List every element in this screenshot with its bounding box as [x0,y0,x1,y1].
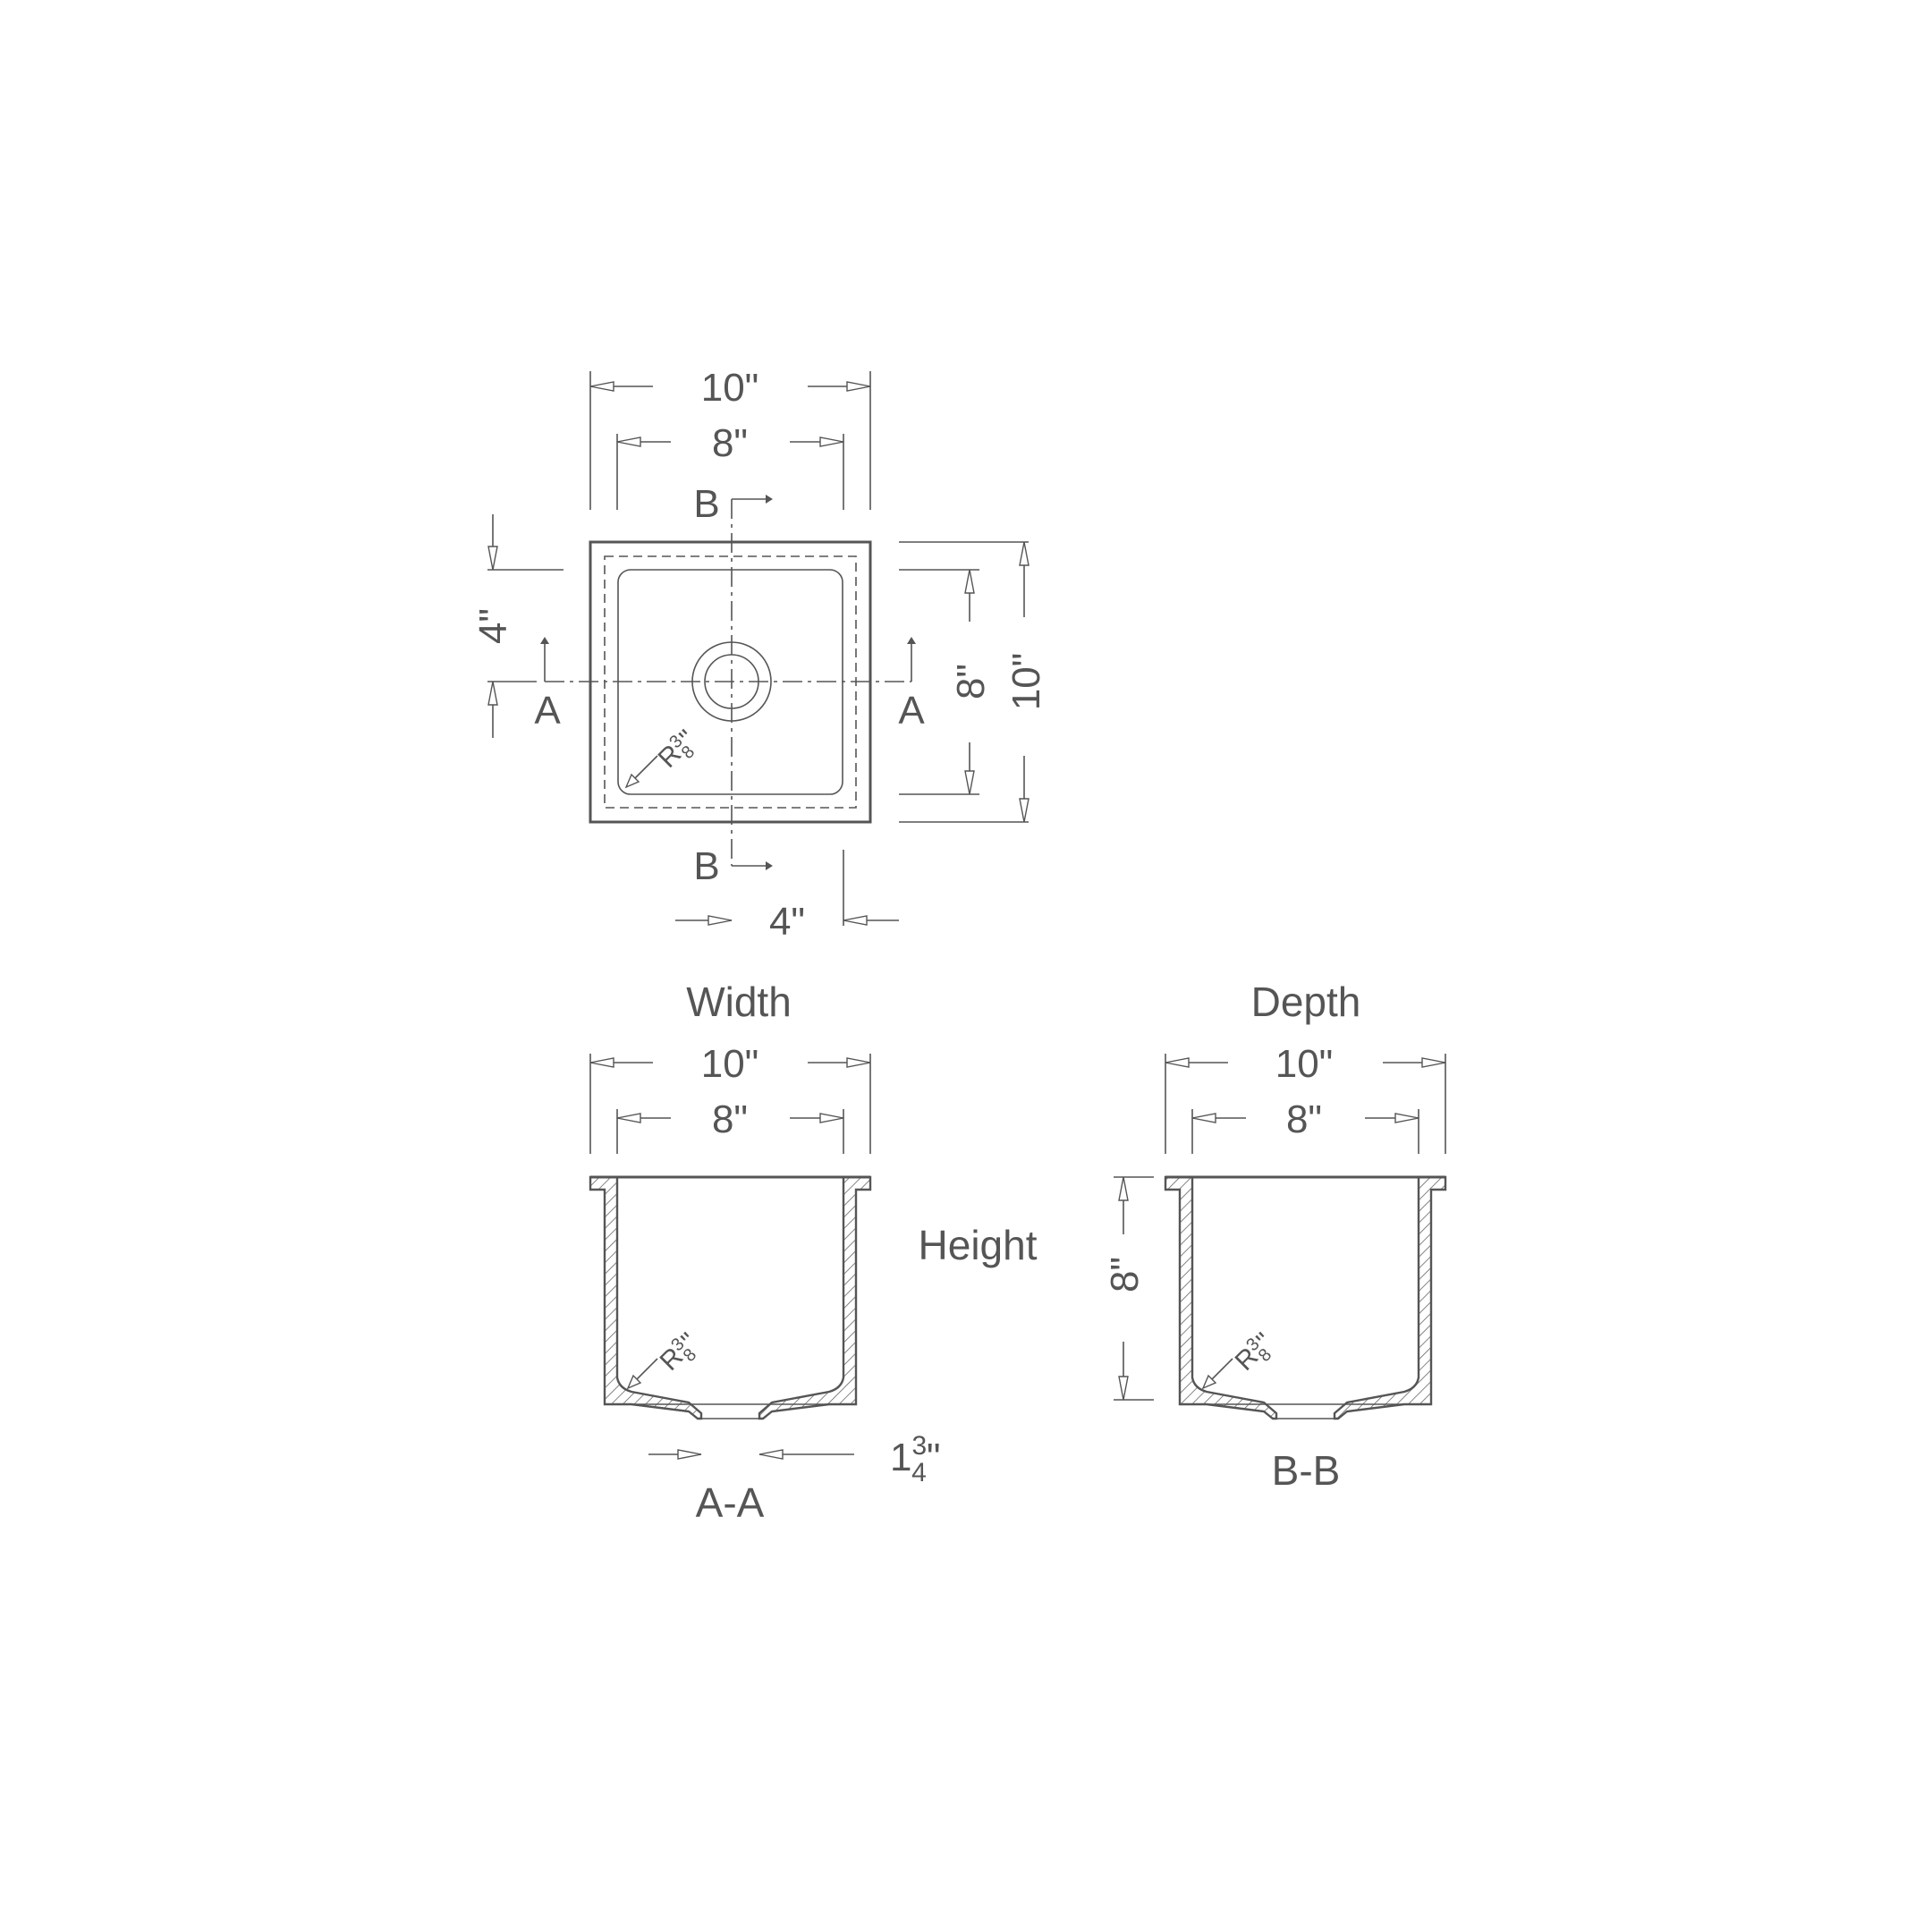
section-aa-heading: Width [686,979,792,1025]
plan-overall-width-label: 10" [701,366,759,410]
height-label: Height [919,1222,1038,1268]
section-aa-wall-left-hatch [589,1175,703,1420]
section-aa-overall-width-label: 10" [701,1042,759,1086]
section-bb-height-label: 8" [1103,1257,1147,1292]
section-a-left-arrow [540,637,549,644]
section-aa-inner-width-label: 8" [712,1097,748,1141]
section-bb-view: Depth 10" 8" R38" 8 [1103,979,1447,1494]
section-aa-corner-radius-label: R38" [654,1326,708,1380]
section-bb-caption: B-B [1272,1447,1341,1494]
section-bb-corner-radius-label: R38" [1229,1326,1283,1380]
section-a-label-right: A [898,689,925,733]
section-bb-wall-left-hatch [1164,1175,1278,1420]
plan-view: A A B B R38" 10" 8" 4" [471,366,1048,944]
section-b-label-bottom: B [693,844,719,888]
section-b-bottom-arrow [766,861,773,870]
plan-drain-offset-x-label: 4" [769,900,805,944]
section-a-right-arrow [907,637,916,644]
plan-overall-depth-label: 10" [1004,653,1048,711]
section-b-top-arrow [766,495,773,504]
section-bb-inner-depth-label: 8" [1286,1097,1322,1141]
section-bb-heading: Depth [1251,979,1361,1025]
section-bb-wall-right-hatch [1333,1175,1447,1420]
section-b-label-top: B [693,482,719,526]
section-a-label-left: A [534,689,561,733]
plan-corner-radius-label: R38" [652,724,706,777]
plan-drain-offset-y-label: 4" [471,608,515,644]
plan-inner-width-label: 8" [712,421,748,465]
section-aa-caption: A-A [696,1479,765,1526]
section-aa-wall-right-hatch [758,1175,872,1420]
plan-inner-depth-label: 8" [949,664,993,699]
section-bb-overall-depth-label: 10" [1275,1042,1334,1086]
